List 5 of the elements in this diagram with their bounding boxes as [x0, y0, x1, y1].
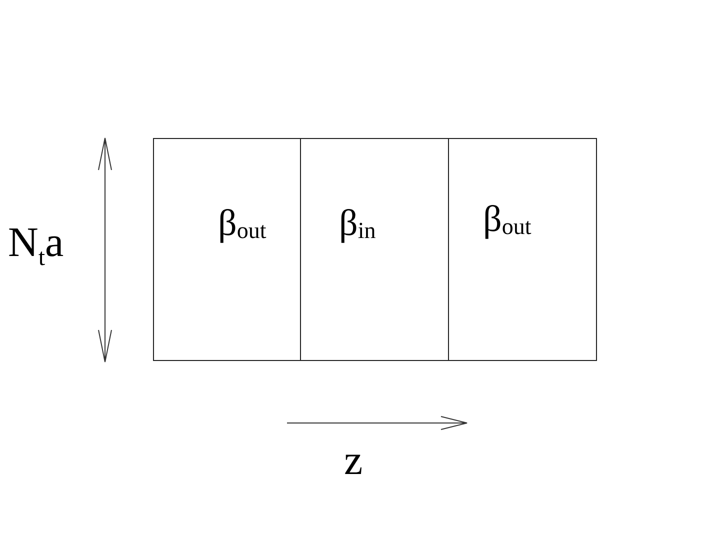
region-box	[153, 138, 301, 361]
axis-label: z	[344, 440, 363, 482]
region-box	[300, 138, 449, 361]
region-box	[448, 138, 597, 361]
dimension-label: N$_{t}$a	[8, 222, 64, 264]
